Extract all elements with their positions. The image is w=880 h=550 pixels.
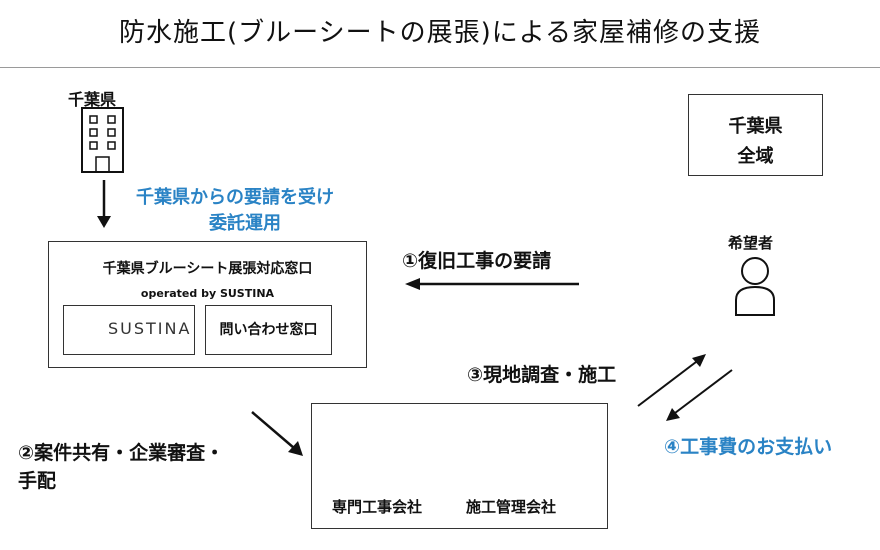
construction-management-label: 施工管理会社: [466, 498, 557, 516]
chiba-pref-label: 千葉県: [68, 90, 117, 109]
contact-window-box: [205, 305, 332, 355]
area-box-line2: 全域: [737, 146, 774, 167]
step3-label: ③現地調査・施工: [467, 364, 617, 386]
arrow-pref-to-window: [97, 180, 111, 228]
contact-window-label: 問い合わせ窓口: [219, 322, 318, 338]
arrow-step3: [637, 354, 706, 407]
sustina-logo-text: SUSTINA: [108, 319, 192, 338]
window-box-title: 千葉県ブルーシート展張対応窓口: [102, 261, 313, 277]
arrow-step2: [251, 411, 303, 456]
area-box: 千葉県 全域: [688, 94, 823, 176]
contractor-box: [311, 403, 608, 529]
area-box-line1: 千葉県: [728, 116, 783, 137]
step2-label-line1: ②案件共有・企業審査・: [18, 442, 225, 464]
step4-label: ④工事費のお支払い: [664, 436, 833, 458]
request-note-line2: 委託運用: [209, 213, 281, 234]
step2-label-line2: 手配: [18, 470, 57, 492]
title-divider: [0, 67, 880, 68]
operated-by-label: operated by SUSTINA: [140, 287, 275, 300]
person-icon: [735, 257, 775, 316]
step1-label: ①復旧工事の要請: [402, 250, 552, 272]
applicant-label: 希望者: [728, 234, 774, 252]
request-note-line1: 千葉県からの要請を受け: [136, 187, 334, 208]
arrow-step4: [666, 369, 733, 421]
arrow-step1: [405, 278, 579, 290]
specialist-company-label: 専門工事会社: [332, 498, 423, 516]
page-title: 防水施工(ブルーシートの展張)による家屋補修の支援: [119, 18, 761, 48]
sustina-logo-box: [63, 305, 195, 355]
building-icon: [81, 107, 124, 173]
